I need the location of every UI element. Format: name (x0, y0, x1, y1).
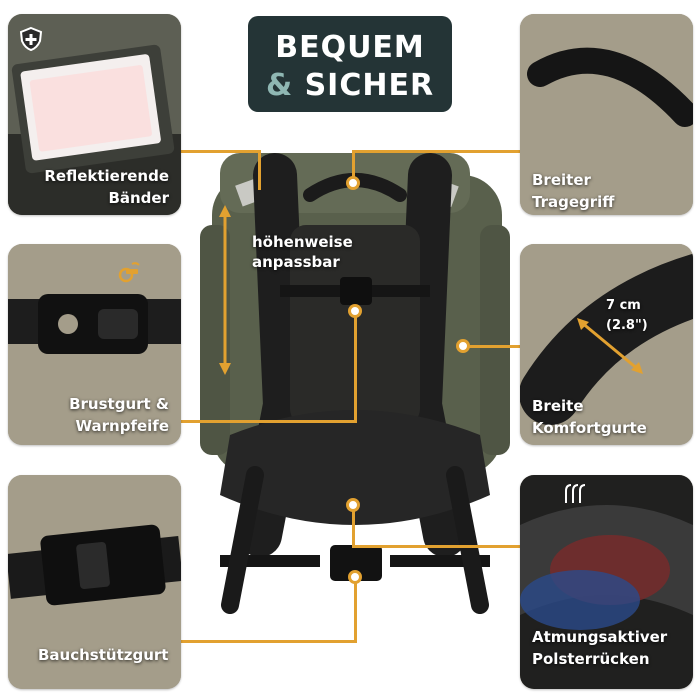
adjustable-label-1: höhenweise (252, 233, 353, 251)
connector-chest (181, 420, 357, 423)
connector-back (352, 545, 520, 548)
reflective-band-image (8, 14, 181, 215)
title-badge: BEQUEM & SICHER (248, 16, 452, 112)
connector-reflective (181, 150, 261, 153)
back-label-2: Polsterrücken (532, 650, 650, 668)
shield-plus-icon (19, 26, 43, 52)
marker-chest (348, 304, 362, 318)
connector-chest-v (354, 310, 357, 423)
panel-hip-belt: Bauchstützgurt (8, 475, 181, 689)
panel-back: Atmungsaktiver Polsterrücken (520, 475, 693, 689)
reflective-label-2: Bänder (108, 189, 169, 207)
strap-width-arrow-icon (577, 318, 643, 374)
hip-buckle-image (8, 475, 181, 689)
panel-chest-strap: Brustgurt & Warnpfeife (8, 244, 181, 445)
connector-hip-v (354, 575, 357, 643)
handle-label-2: Tragegriff (532, 193, 615, 211)
title-word: SICHER (304, 68, 435, 103)
title-line-2: & SICHER (248, 68, 452, 103)
back-padding-image (520, 475, 693, 689)
airflow-icon (565, 484, 586, 503)
back-label-1: Atmungsaktiver (532, 628, 668, 646)
chest-buckle-image (8, 244, 181, 445)
reflective-label-1: Reflektierende (44, 167, 169, 185)
hip-label: Bauchstützgurt (38, 646, 169, 664)
panel-handle: Breiter Tragegriff (520, 14, 693, 215)
marker-back (346, 498, 360, 512)
connector-hip (181, 640, 357, 643)
strap-width-cm: 7 cm (606, 298, 641, 313)
marker-straps (456, 339, 470, 353)
backpack-image (200, 153, 510, 614)
strap-image (520, 244, 693, 445)
whistle-icon (118, 262, 140, 283)
adjustable-label-2: anpassbar (252, 253, 340, 271)
title-line-1: BEQUEM (275, 30, 425, 65)
handle-label-1: Breiter (532, 171, 591, 189)
straps-label-2: Komfortgurte (532, 419, 647, 437)
strap-width-inch: (2.8") (606, 318, 648, 333)
height-adjust-arrow-icon (219, 205, 231, 375)
connector-reflective-v (258, 150, 261, 190)
straps-label-1: Breite (532, 397, 584, 415)
chest-label-1: Brustgurt & (69, 395, 169, 413)
connector-handle-v (352, 150, 355, 182)
connector-back-v (352, 505, 355, 545)
connector-handle (352, 150, 520, 153)
chest-label-2: Warnpfeife (75, 417, 170, 435)
marker-hip (348, 570, 362, 584)
panel-reflective: Reflektierende Bänder (8, 14, 181, 215)
panel-straps: 7 cm (2.8") Breite Komfortgurte (520, 244, 693, 445)
connector-straps (463, 345, 520, 348)
marker-handle (346, 176, 360, 190)
handle-image (520, 14, 693, 215)
title-ampersand: & (265, 68, 294, 103)
